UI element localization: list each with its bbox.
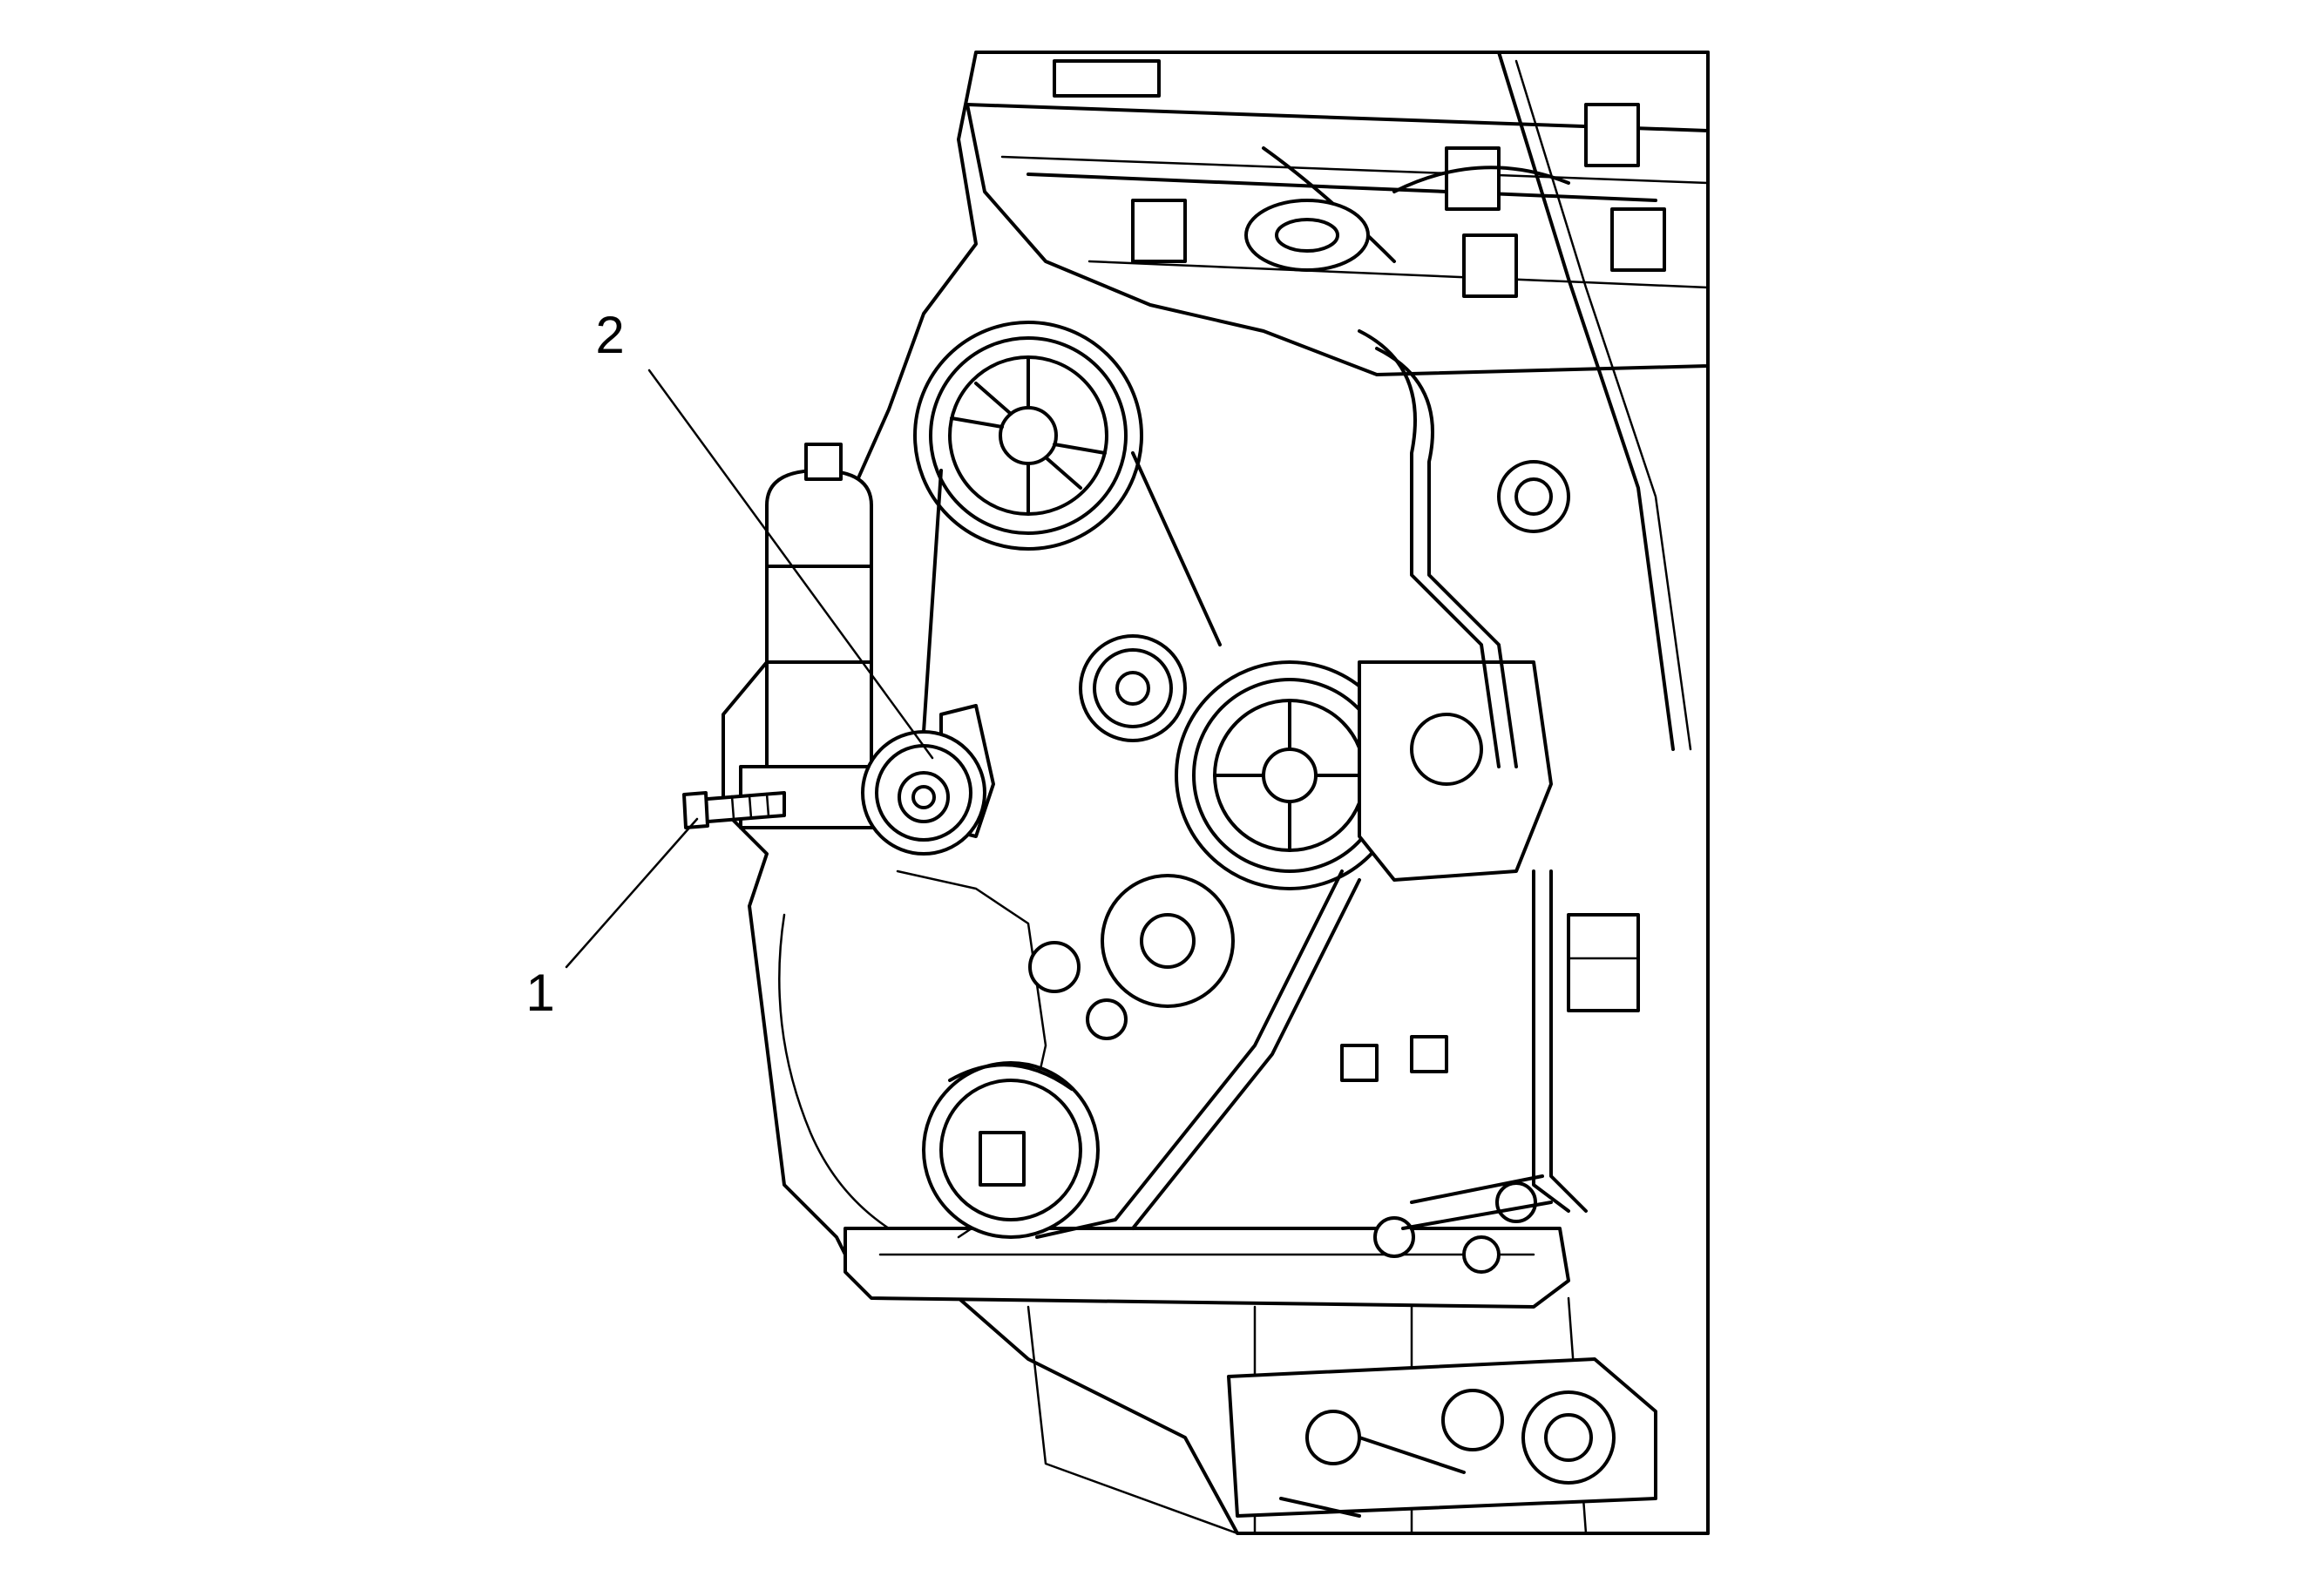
idler-pulley [1079,634,1187,742]
crankshaft-sprocket [922,1061,1100,1239]
pump-sprocket [1175,660,1553,890]
callout-leaders [565,369,934,969]
tensioner-bolt [682,791,786,829]
camshaft-sprocket-upper [913,321,1143,551]
timing-belt [922,451,1361,1239]
callout-labels: 2 1 [525,306,624,1022]
leader-line-2 [647,369,934,760]
callout-label-2: 2 [595,306,624,364]
engine-details [1340,329,1640,1274]
valve-cover-injectors [966,51,1710,751]
leader-line-1 [565,817,699,969]
callout-label-1: 1 [525,964,554,1022]
water-pump-pulley [1028,874,1235,1040]
